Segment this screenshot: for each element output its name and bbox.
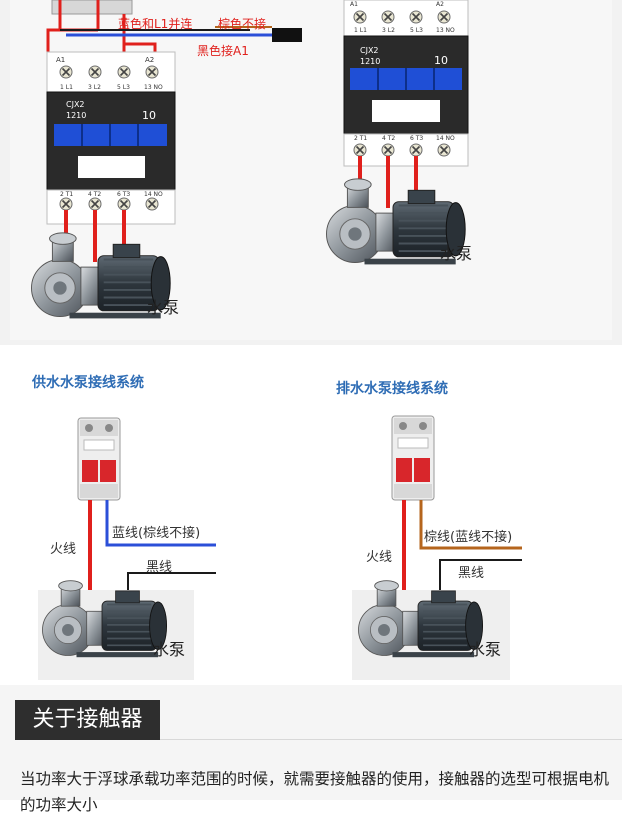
left-terminal-13no: 13 NO <box>144 84 163 91</box>
drain-title: 排水水泵接线系统 <box>336 381 448 397</box>
supply-blue-wire-label: 蓝线(棕线不接) <box>112 526 201 541</box>
left-terminal-t1: 2 T1 <box>60 191 74 198</box>
left-contactor-rating: 1210 <box>66 111 87 120</box>
drain-pump-label: 水泵 <box>469 640 502 659</box>
left-terminal-14no: 14 NO <box>144 191 163 198</box>
wiring-diagram <box>30 0 522 680</box>
supply-pump-diagram <box>38 417 216 680</box>
supply-black-wire-label: 黑线 <box>146 560 173 575</box>
section-paragraph: 当功率大于浮球承载功率范围的时候，就需要接触器的使用，接触器的选型可根据电机的功… <box>20 770 610 814</box>
right-terminal-t1: 2 T1 <box>354 135 368 142</box>
drain-live-wire-label: 火线 <box>366 550 393 565</box>
left-contactor-number: 10 <box>142 109 156 122</box>
section-heading: 关于接触器 <box>15 700 160 740</box>
note-blue-l1: 蓝色和L1并连 <box>118 17 193 31</box>
right-contactor-model: CJX2 <box>360 46 379 55</box>
right-terminal-t3: 6 T3 <box>410 135 424 142</box>
left-terminal-l1: 1 L1 <box>60 84 73 91</box>
left-terminal-a2: A2 <box>145 56 155 64</box>
right-terminal-l3: 5 L3 <box>410 27 423 34</box>
left-terminal-t2: 4 T2 <box>88 191 102 198</box>
left-terminal-t3: 6 T3 <box>117 191 131 198</box>
left-pump-label: 水泵 <box>147 298 180 317</box>
right-terminal-13no: 13 NO <box>436 27 455 34</box>
right-pump-label: 水泵 <box>440 244 473 263</box>
left-contactor-model: CJX2 <box>66 100 85 109</box>
note-black-a1: 黑色接A1 <box>197 44 249 58</box>
right-terminal-a1: A1 <box>350 1 358 8</box>
left-terminal-l2: 3 L2 <box>88 84 101 91</box>
supply-live-wire-label: 火线 <box>50 542 77 557</box>
right-contactor-diagram <box>325 0 469 266</box>
right-contactor-number: 10 <box>434 54 448 67</box>
supply-title: 供水水泵接线系统 <box>32 375 144 391</box>
right-terminal-t2: 4 T2 <box>382 135 396 142</box>
left-terminal-a1: A1 <box>56 56 66 64</box>
drain-brown-wire-label: 棕线(蓝线不接) <box>424 530 513 545</box>
drain-black-wire-label: 黑线 <box>458 566 485 581</box>
supply-pump-label: 水泵 <box>153 640 186 659</box>
right-terminal-l2: 3 L2 <box>382 27 395 34</box>
right-terminal-l1: 1 L1 <box>354 27 367 34</box>
left-terminal-l3: 5 L3 <box>117 84 130 91</box>
section-divider <box>160 739 622 740</box>
left-contactor-diagram <box>30 0 302 320</box>
right-contactor-rating: 1210 <box>360 57 381 66</box>
right-terminal-14no: 14 NO <box>436 135 455 142</box>
drain-pump-diagram <box>352 415 522 680</box>
note-brown: 棕色不接 <box>218 17 267 31</box>
right-terminal-a2: A2 <box>436 1 444 8</box>
